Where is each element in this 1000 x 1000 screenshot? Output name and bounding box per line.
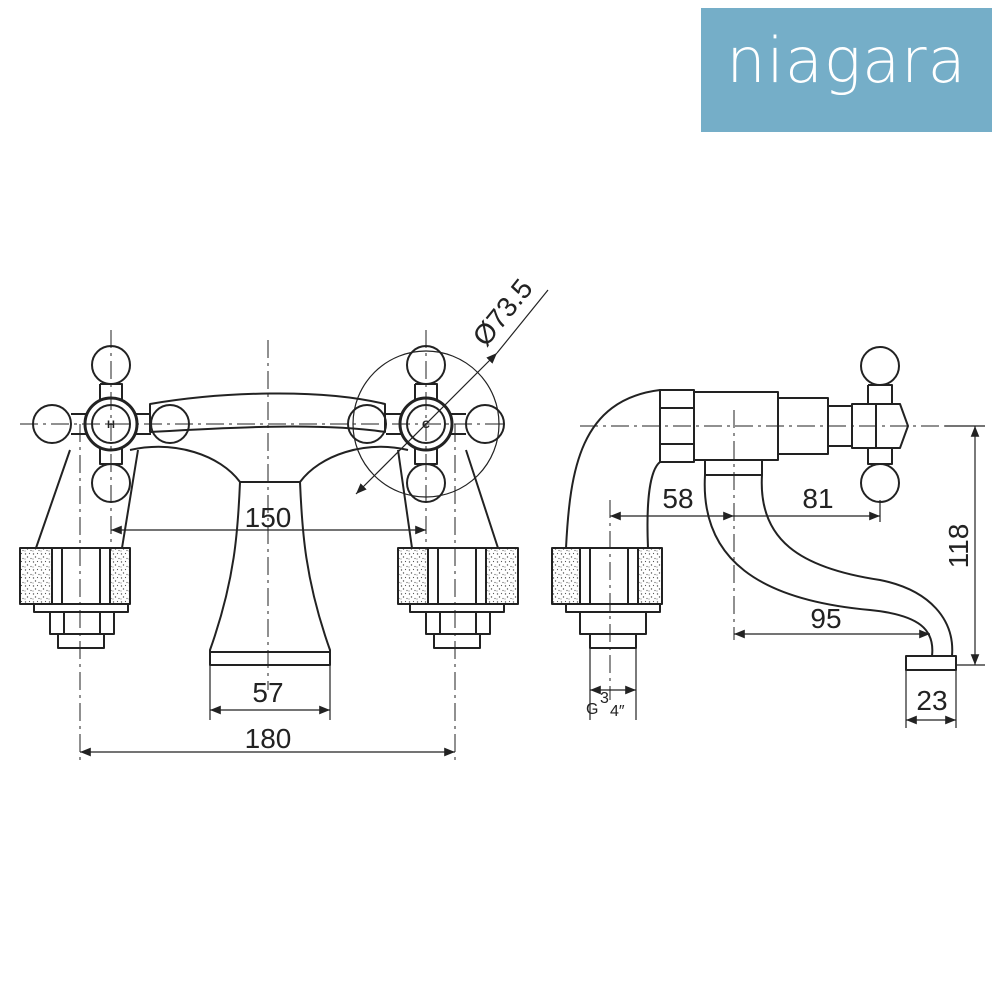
side-view (551, 346, 957, 671)
brand-logo-box: niagara (701, 8, 992, 132)
cold-label: C (422, 419, 430, 431)
side-mount (551, 547, 663, 649)
dim-58-label: 58 (662, 483, 693, 514)
dim-81-label: 81 (802, 483, 833, 514)
right-mount (397, 547, 519, 649)
side-body-arc (565, 389, 661, 549)
right-pillar (397, 449, 499, 549)
dim-118-label: 118 (943, 524, 974, 569)
spout-outlet (905, 655, 957, 671)
hot-label: H (107, 419, 115, 431)
dim-diameter-label: Ø73.5 (467, 273, 539, 352)
dimension-lines (80, 289, 985, 757)
brand-logo-text: niagara (726, 24, 967, 97)
front-view (19, 345, 519, 666)
dim-180-label: 180 (245, 723, 292, 754)
spout-body (129, 445, 409, 666)
left-mount (19, 547, 131, 649)
thread-numerator: 3 (600, 690, 609, 707)
dim-23-label: 23 (916, 685, 947, 716)
center-lines (20, 330, 980, 760)
dim-150-label: 150 (245, 502, 292, 533)
dim-57-label: 57 (252, 677, 283, 708)
thread-denominator: 4″ (610, 703, 625, 720)
side-handle (851, 346, 909, 503)
thread-g-label: G (586, 701, 598, 718)
dim-95-label: 95 (810, 603, 841, 634)
